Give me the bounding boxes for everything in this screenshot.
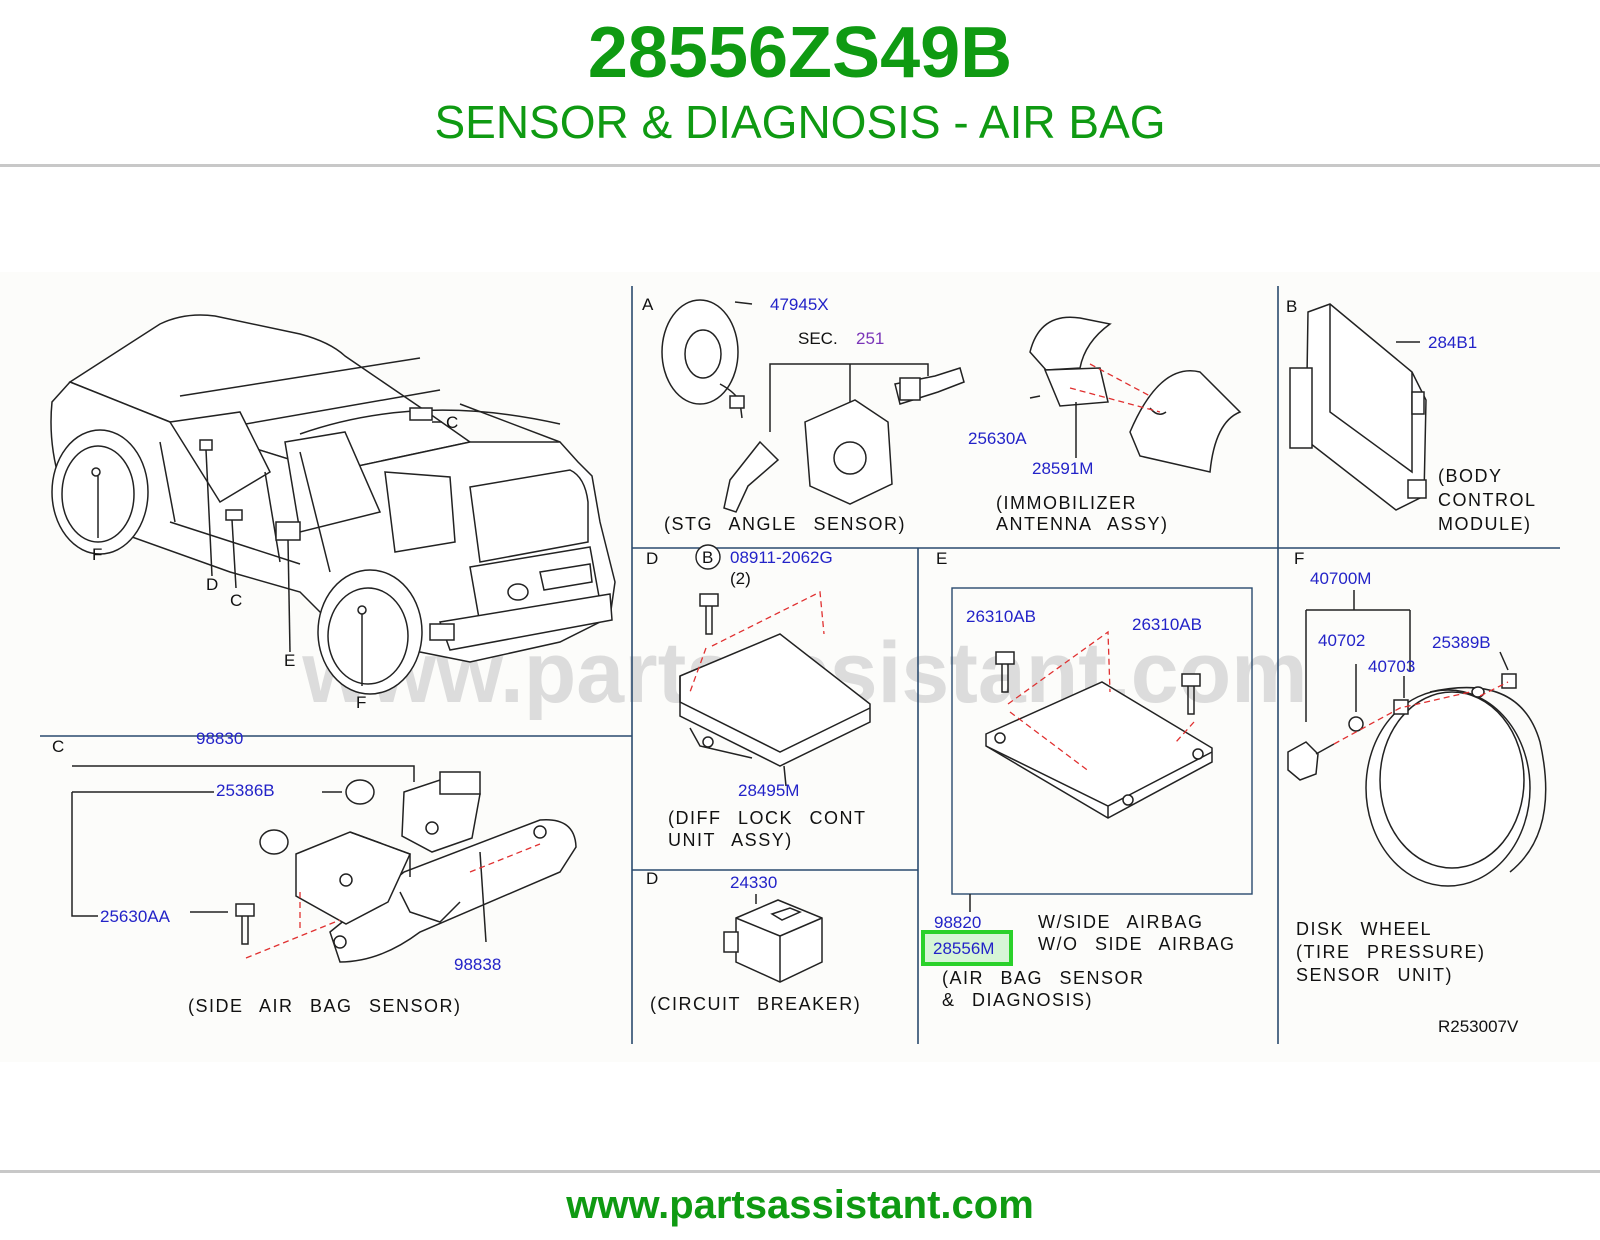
diff-lock-dash-line: [689, 590, 825, 693]
caption-immobilizer-1: (IMMOBILIZER: [996, 493, 1137, 513]
panel-c-letter: C: [52, 737, 64, 756]
airbag-unit-frame: [951, 587, 1253, 895]
vehicle-label-c: C: [230, 591, 242, 610]
part-link-25630aa[interactable]: 25630AA: [100, 907, 171, 926]
caption-tire-sensor-1: DISK WHEEL: [1296, 919, 1432, 939]
body-control-module-drawing: [1289, 303, 1427, 511]
side-airbag-sensor-drawing: [71, 765, 577, 963]
caption-diff-lock-1: (DIFF LOCK CONT: [668, 808, 867, 828]
part-link-98838[interactable]: 98838: [454, 955, 501, 974]
caption-tire-sensor-2: (TIRE PRESSURE): [1296, 942, 1486, 962]
circuit-breaker-drawing: [723, 894, 823, 983]
panel-e-letter: E: [936, 549, 947, 568]
part-link-40702[interactable]: 40702: [1318, 631, 1365, 650]
part-link-40700m[interactable]: 40700M: [1310, 569, 1371, 588]
part-link-26310ab-1[interactable]: 26310AB: [966, 607, 1036, 626]
header-divider: [0, 164, 1600, 167]
footer-url[interactable]: www.partsassistant.com: [566, 1183, 1034, 1227]
panel-d2-letter: D: [646, 869, 658, 888]
ref-circle-b: [695, 544, 721, 570]
immobilizer-antenna-drawing: [1029, 316, 1242, 473]
vehicle-label-f-left: F: [92, 545, 102, 564]
caption-airbag-sensor-2: & DIAGNOSIS): [942, 990, 1093, 1010]
caption-airbag-sensor-1: (AIR BAG SENSOR: [942, 968, 1145, 988]
page-subtitle: SENSOR & DIAGNOSIS - AIR BAG: [434, 96, 1166, 148]
vehicle-label-e: E: [284, 651, 295, 670]
page-title: 28556ZS49B: [587, 13, 1013, 93]
immobilizer-dash-line: [1069, 363, 1161, 413]
part-link-47945x[interactable]: 47945X: [770, 295, 829, 314]
panel-a-letter: A: [642, 295, 654, 314]
note-without-side-airbag: W/O SIDE AIRBAG: [1038, 934, 1236, 954]
part-link-25389b[interactable]: 25389B: [1432, 633, 1491, 652]
part-link-98820[interactable]: 98820: [934, 913, 981, 932]
vehicle-label-f-right: F: [356, 693, 366, 712]
panel-grid: [40, 286, 1560, 1044]
tire-sensor-dash-line: [1333, 681, 1509, 745]
caption-side-airbag-sensor: (SIDE AIR BAG SENSOR): [188, 996, 462, 1016]
part-link-08911-2062g[interactable]: 08911-2062G: [730, 548, 833, 567]
note-with-side-airbag: W/SIDE AIRBAG: [1038, 912, 1204, 932]
part-link-25630a[interactable]: 25630A: [968, 429, 1027, 448]
caption-immobilizer-2: ANTENNA ASSY): [996, 514, 1169, 534]
panel-f-letter: F: [1294, 549, 1304, 568]
caption-circuit-breaker: (CIRCUIT BREAKER): [650, 994, 861, 1014]
part-link-25386b[interactable]: 25386B: [216, 781, 275, 800]
vehicle-drawing: [50, 314, 616, 695]
stg-angle-sensor-drawing: [661, 299, 965, 513]
part-link-98830[interactable]: 98830: [196, 729, 243, 748]
footer-divider: [0, 1170, 1600, 1173]
panel-b-letter: B: [1286, 297, 1297, 316]
parts-diagram: www.partsassistant.com: [0, 272, 1600, 1062]
vehicle-label-d: D: [206, 575, 218, 594]
ref-circle-b-letter: B: [702, 548, 713, 567]
panel-d1-letter: D: [646, 549, 658, 568]
tire-pressure-sensor-drawing: [1287, 590, 1547, 887]
part-link-28591m[interactable]: 28591M: [1032, 459, 1093, 478]
part-link-24330[interactable]: 24330: [730, 873, 777, 892]
part-link-284b1[interactable]: 284B1: [1428, 333, 1477, 352]
caption-stg-angle-sensor: (STG ANGLE SENSOR): [664, 514, 906, 534]
diff-lock-unit-drawing: [679, 593, 871, 787]
vehicle-label-c-top: C: [446, 413, 458, 432]
side-sensor-dash-line: [245, 843, 541, 959]
part-link-40703[interactable]: 40703: [1368, 657, 1415, 676]
qty-label: (2): [730, 569, 751, 588]
sec-ref-link-251[interactable]: 251: [856, 329, 884, 348]
part-link-28556m-selected[interactable]: 28556M: [933, 939, 994, 958]
selected-part-highlight: [921, 930, 1013, 966]
caption-bcm-3: MODULE): [1438, 514, 1532, 534]
airbag-unit-dash-line: [1007, 630, 1195, 773]
caption-bcm-1: (BODY: [1438, 466, 1503, 486]
caption-tire-sensor-3: SENSOR UNIT): [1296, 965, 1453, 985]
diagram-ref-code: R253007V: [1438, 1017, 1519, 1036]
part-link-28495m[interactable]: 28495M: [738, 781, 799, 800]
part-link-26310ab-2[interactable]: 26310AB: [1132, 615, 1202, 634]
airbag-sensor-unit-drawing: [969, 651, 1213, 912]
caption-diff-lock-2: UNIT ASSY): [668, 830, 793, 850]
caption-bcm-2: CONTROL: [1438, 490, 1537, 510]
sec-label: SEC.: [798, 329, 838, 348]
